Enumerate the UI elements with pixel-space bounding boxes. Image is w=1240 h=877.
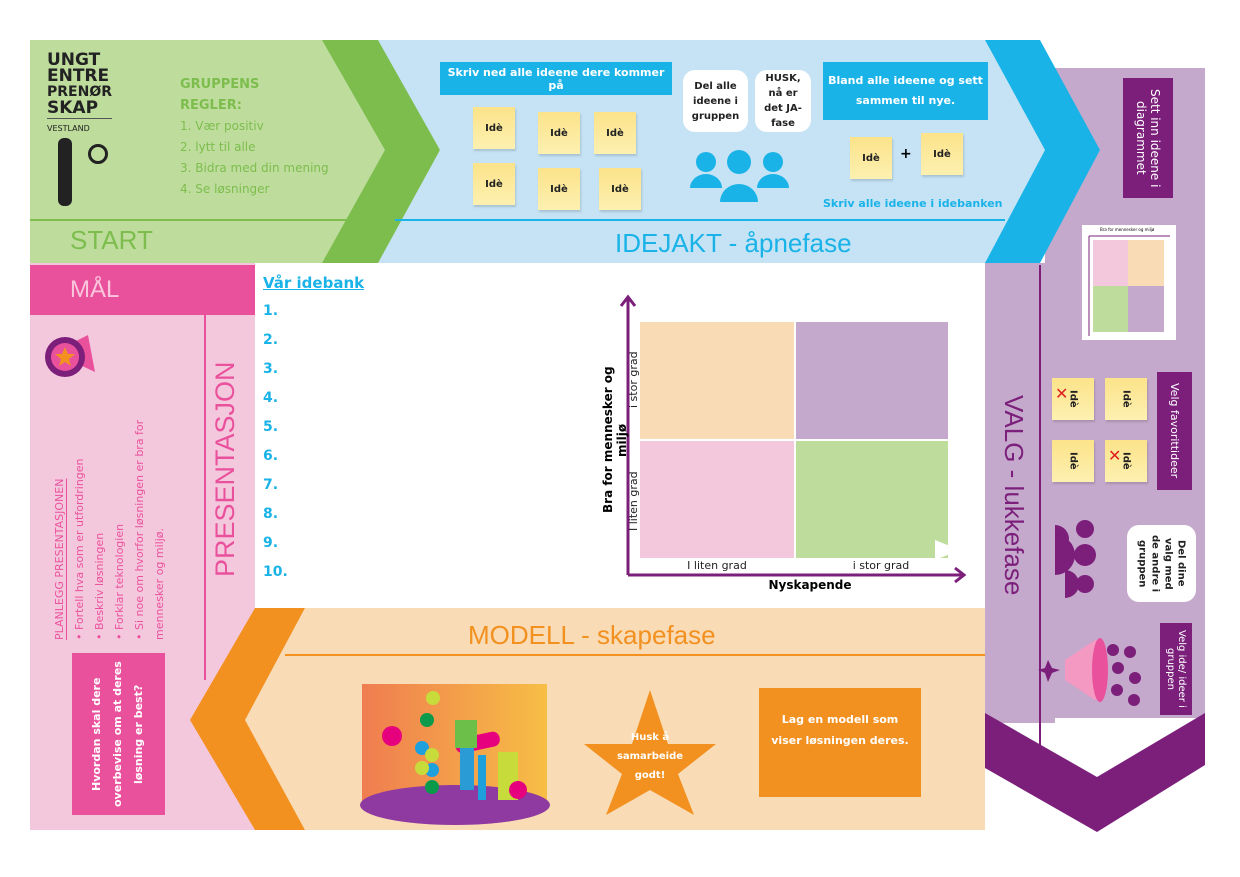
- modell-title: MODELL - skapefase: [468, 620, 716, 650]
- star-shape: [584, 690, 716, 815]
- idea-bank-item[interactable]: 7.: [263, 477, 279, 493]
- x-tick-high: i stor grad: [852, 559, 910, 572]
- idea-sticky: Idè: [473, 107, 515, 149]
- idea-sticky: Idè: [599, 168, 641, 210]
- idea-sticky: Idè: [850, 137, 892, 179]
- logo-line: ENTRE: [47, 66, 110, 86]
- write-ideas-box: Skriv ned alle ideene dere kommer på: [440, 62, 672, 95]
- mix-ideas-box: Bland alle ideene og sett sammen til nye…: [823, 62, 988, 120]
- idea-bank-item[interactable]: 1.: [263, 303, 279, 319]
- quadrant-bottom-left: [640, 441, 794, 558]
- idea-sticky: Idè: [538, 168, 580, 210]
- quadrant-bottom-right: [796, 441, 948, 558]
- rules-heading: GRUPPENS: [180, 77, 260, 92]
- valg-chevron: [985, 713, 1205, 832]
- idea-bank-list: 1. 2. 3. 4. 5. 6. 7. 8. 9. 10.: [263, 303, 288, 593]
- idea-bank-item[interactable]: 8.: [263, 506, 279, 522]
- logo-line: UNGT: [47, 50, 101, 70]
- valg-title: VALG - lukkefase: [999, 395, 1029, 596]
- idea-sticky: Idè: [1052, 440, 1094, 482]
- persuade-question-box: Hvordan skal dere overbevise om at deres…: [72, 653, 165, 815]
- idea-bank-item[interactable]: 4.: [263, 390, 279, 406]
- rule-item: 4. Se løsninger: [180, 182, 270, 196]
- logo-line: PRENØR: [47, 84, 113, 100]
- start-title: START: [70, 225, 153, 255]
- star-note: Husk å samarbeide godt!: [616, 732, 684, 781]
- mal-title: MÅL: [70, 276, 120, 303]
- idea-bank-item[interactable]: 10.: [263, 564, 288, 580]
- plus-sign: +: [900, 146, 912, 162]
- x-mark-icon: ✕: [1055, 384, 1069, 403]
- group-rules: GRUPPENS REGLER: 1. Vær positiv 2. lytt …: [180, 74, 329, 200]
- speech-bubble: Del alle ideene i gruppen: [683, 70, 748, 132]
- choose-idea-box: Velg ide/ ideer i gruppen: [1160, 623, 1192, 715]
- rules-heading: REGLER:: [180, 98, 242, 113]
- x-tick-low: I liten grad: [687, 559, 747, 572]
- idea-bank-item[interactable]: 6.: [263, 448, 279, 464]
- start-chevron: [322, 40, 440, 263]
- make-model-box: Lag en modell som viser løsningen deres.: [759, 688, 921, 797]
- plan-heading: PLANLEGG PRESENTASJONEN: [53, 478, 66, 640]
- mini-diagram: [1082, 225, 1176, 340]
- plan-item: Forklar teknologien: [113, 523, 126, 630]
- diagram-quadrants: [640, 322, 948, 558]
- speech-bubble: Del dine valg med de andre i gruppen: [1127, 525, 1196, 602]
- plan-item: Beskriv løsningen: [93, 532, 106, 630]
- people-icon: [690, 150, 789, 202]
- logo: UNGT ENTRE PRENØR SKAP VESTLAND: [47, 50, 113, 137]
- plan-item: Si noe om hvorfor løsningen er bra for m…: [133, 419, 166, 640]
- idea-bank-item[interactable]: 5.: [263, 419, 279, 435]
- y-axis-label: Bra for mennesker og miljø: [601, 366, 629, 514]
- idea-bank-item[interactable]: 2.: [263, 332, 279, 348]
- choose-favorites-box: Velg favorittideer: [1157, 372, 1192, 490]
- idea-sticky: Idè: [1105, 378, 1147, 420]
- diagram-axes: [619, 294, 967, 584]
- y-tick-high: i stor grad: [627, 351, 640, 409]
- idejakt-title: IDEJAKT - åpnefase: [615, 228, 852, 258]
- rule-item: 1. Vær positiv: [180, 119, 264, 133]
- presentation-plan: PLANLEGG PRESENTASJONEN • Fortell hva so…: [50, 395, 375, 640]
- idea-sticky: Idè: [1105, 440, 1147, 482]
- insert-ideas-box: Sett inn ideene i diagrammet: [1123, 78, 1173, 198]
- idea-bank-item[interactable]: 3.: [263, 361, 279, 377]
- idejakt-chevron: [985, 40, 1100, 263]
- x-axis-label: Nyskapende: [768, 578, 852, 592]
- award-ribbon-icon: [45, 335, 95, 377]
- rule-item: 3. Bidra med din mening: [180, 161, 329, 175]
- modell-chevron: [190, 608, 305, 830]
- plan-item: Fortell hva som er utfordringen: [73, 458, 86, 630]
- idea-bank-title: Vår idebank: [263, 274, 365, 292]
- x-mark-icon: ✕: [1108, 446, 1122, 465]
- idea-bank-item[interactable]: 9.: [263, 535, 279, 551]
- idea-sticky: Idè: [594, 112, 636, 154]
- speech-bubble: HUSK, nå er det JA-fase: [755, 70, 811, 132]
- quadrant-top-left: [640, 322, 794, 439]
- quadrant-top-right: [796, 322, 948, 439]
- model-illustration: [360, 684, 550, 825]
- entrepreneur-figure-icon: [50, 138, 110, 208]
- rule-item: 2. lytt til alle: [180, 140, 256, 154]
- logo-sub: VESTLAND: [47, 118, 113, 137]
- idea-bank-note: Skriv alle ideene i idebanken: [823, 197, 1003, 210]
- funnel-icon: [1038, 638, 1141, 706]
- mini-diagram-title: Bra for mennesker og miljø: [1100, 227, 1155, 232]
- idea-sticky: Idè: [538, 112, 580, 154]
- idea-sticky: Idè: [1052, 378, 1094, 420]
- y-tick-low: I liten grad: [627, 471, 640, 531]
- idea-sticky: Idè: [473, 163, 515, 205]
- people-icon-purple: [1055, 520, 1096, 598]
- mal-header: [30, 265, 255, 315]
- logo-line: SKAP: [47, 98, 99, 118]
- idea-sticky: Idè: [921, 133, 963, 175]
